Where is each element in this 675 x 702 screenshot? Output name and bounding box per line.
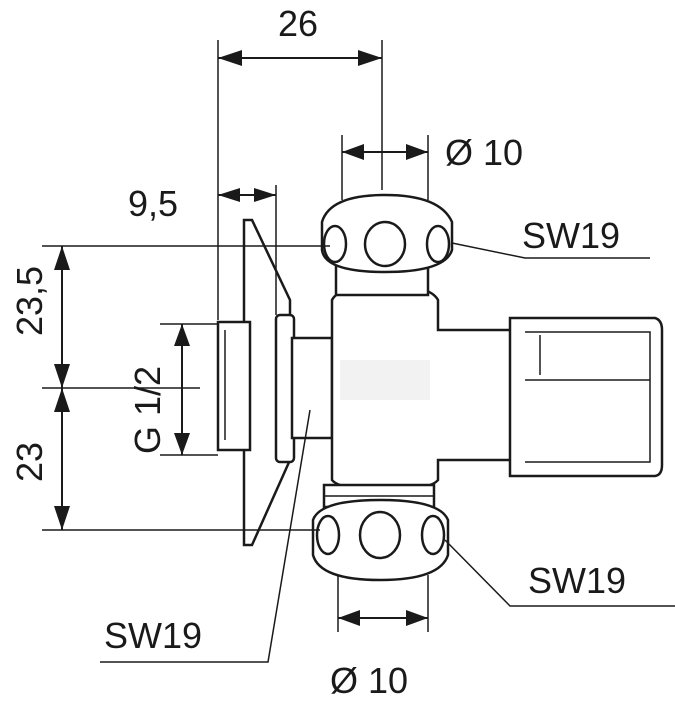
dim-flange-width: 9,5 xyxy=(128,183,178,224)
dim-lower-height: 23 xyxy=(9,442,50,482)
dim-bottom-diameter: Ø 10 xyxy=(330,660,408,701)
top-nut xyxy=(320,193,454,297)
label-bottom-nut-wrench: SW19 xyxy=(528,560,626,601)
dim-thread: G 1/2 xyxy=(127,366,168,454)
thread-stub xyxy=(216,320,252,452)
connecting-neck xyxy=(290,336,334,440)
dim-top-diameter: Ø 10 xyxy=(445,132,523,173)
label-thread-nut-wrench: SW19 xyxy=(104,615,202,656)
dim-overall-width: 26 xyxy=(278,3,318,44)
valve-body xyxy=(216,193,664,582)
bottom-nut xyxy=(311,483,450,582)
dimension-lines xyxy=(42,40,675,663)
handle-cap xyxy=(508,316,664,478)
dim-upper-height: 23,5 xyxy=(9,266,50,336)
label-top-nut-wrench: SW19 xyxy=(522,215,620,256)
